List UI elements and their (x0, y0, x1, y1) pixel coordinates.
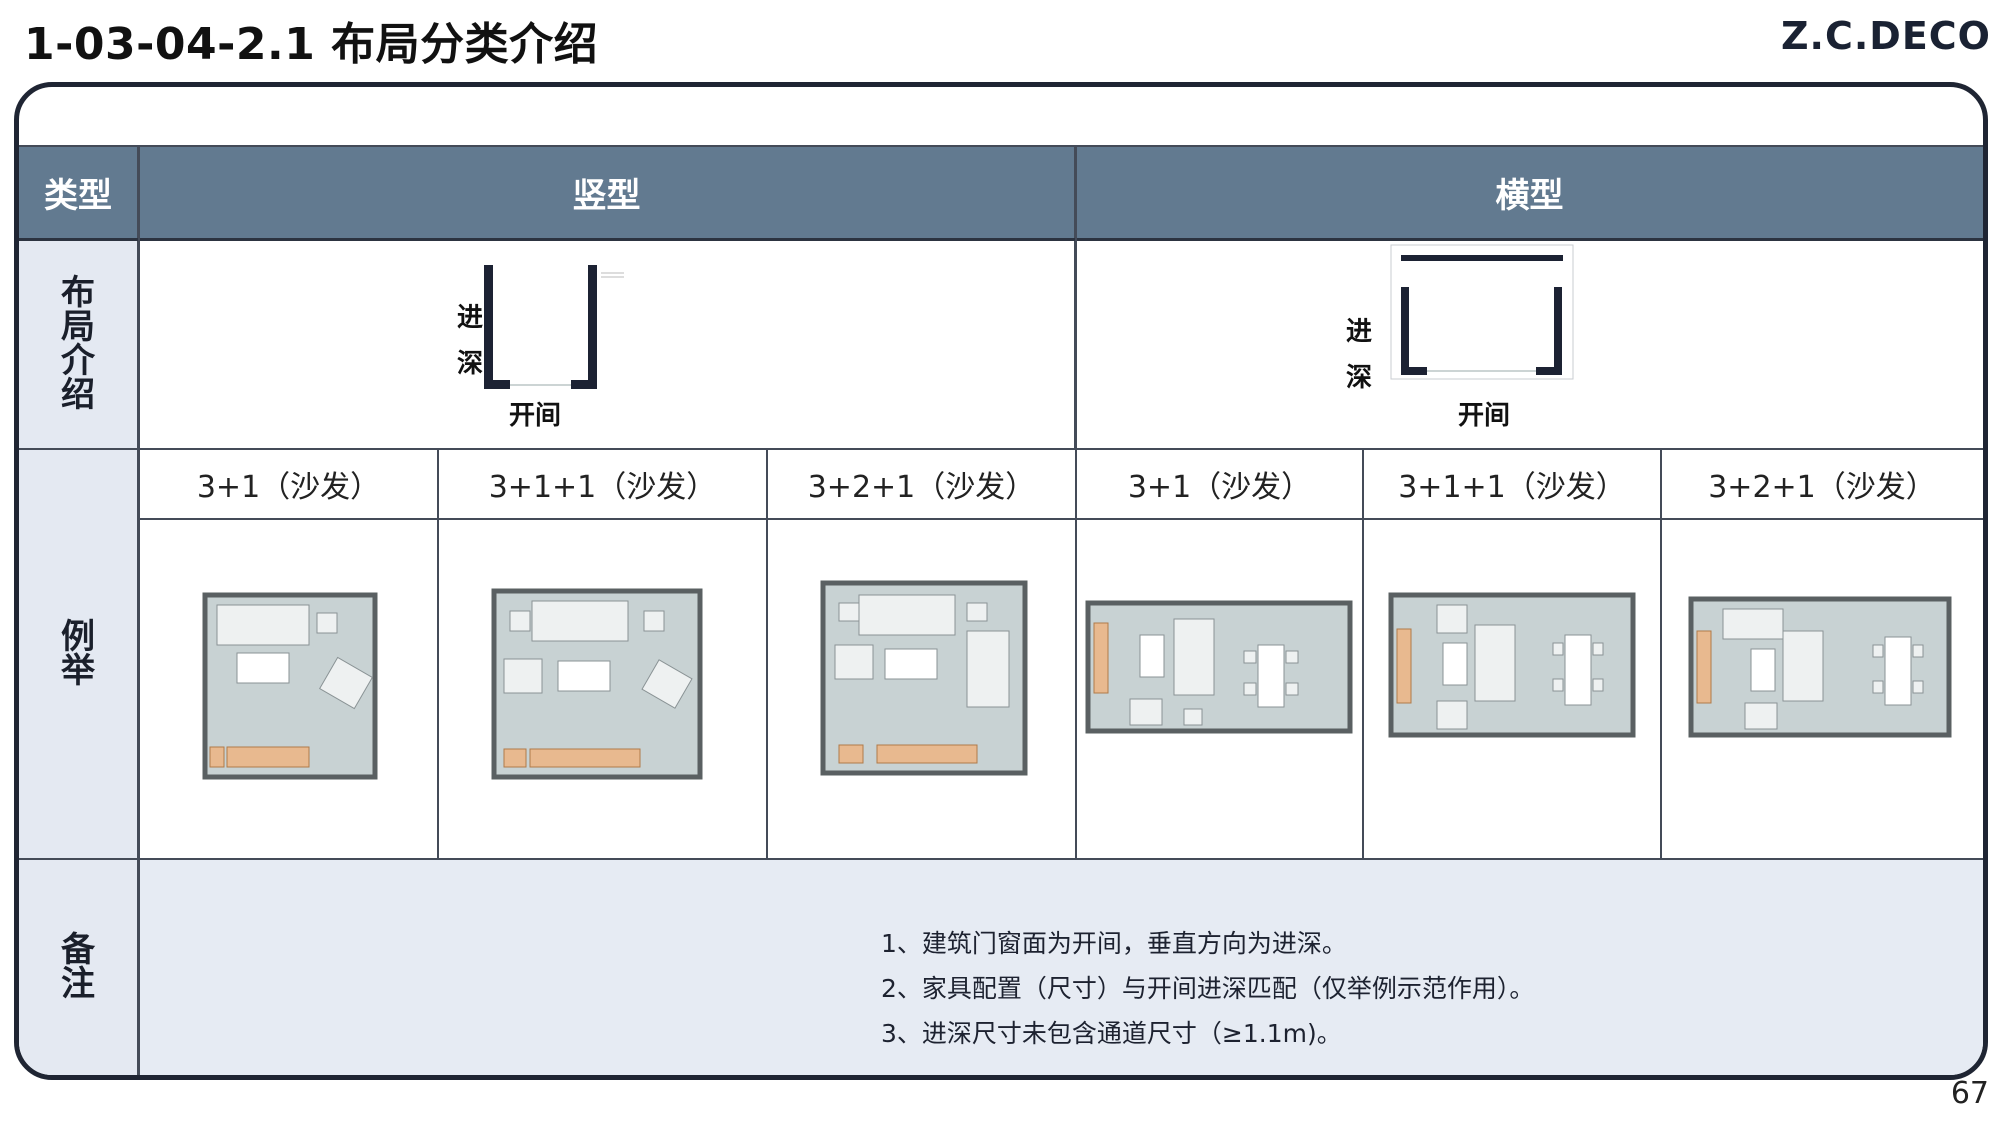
row-label-notes-text: 备注 (61, 930, 95, 1004)
row-label-layout: 布局介绍 (19, 239, 139, 449)
row-label-examples: 例举 (19, 449, 139, 859)
floorplan-vertical-3-2-1 (767, 519, 1076, 859)
floorplan-vertical-3-1 (139, 519, 438, 859)
floorplan-horizontal-3-2-1-drawing (1688, 596, 1952, 738)
floorplan-vertical-3-1-1 (438, 519, 767, 859)
divider (139, 518, 1983, 520)
note-item: 1、建筑门窗面为开间，垂直方向为进深。 (881, 929, 1347, 958)
floorplan-horizontal-3-1-drawing (1085, 600, 1353, 734)
config-vertical-3-1: 3+1（沙发） (139, 449, 438, 519)
config-horizontal-3-2-1: 3+2+1（沙发） (1661, 449, 1983, 519)
divider (19, 238, 1983, 241)
header-type: 类型 (19, 145, 139, 239)
note-item: 2、家具配置（尺寸）与开间进深匹配（仅举例示范作用）。 (881, 974, 1535, 1003)
brand-logo: Z.C.DECO (1780, 14, 1991, 58)
horizontal-layout-diagram: 进 深 开间 (1076, 239, 1983, 449)
divider (1362, 449, 1364, 859)
header-horizontal: 横型 (1076, 145, 1983, 239)
horizontal-width-label: 开间 (1458, 401, 1511, 431)
vertical-layout-diagram: 进 深 开间 (139, 239, 1076, 449)
vertical-depth-char-1: 进 (457, 303, 484, 333)
divider (19, 448, 1983, 450)
page-number: 67 (1950, 1076, 1989, 1111)
horizontal-room-diagram (1390, 244, 1574, 380)
page-title: 1-03-04-2.1 布局分类介绍 (24, 19, 599, 70)
row-label-layout-text: 布局介绍 (61, 273, 95, 415)
config-vertical-3-1-1: 3+1+1（沙发） (438, 449, 767, 519)
divider (19, 145, 1983, 147)
row-label-notes: 备注 (19, 859, 139, 1075)
notes-area: 1、建筑门窗面为开间，垂直方向为进深。 2、家具配置（尺寸）与开间进深匹配（仅举… (139, 859, 1983, 1075)
config-vertical-3-2-1: 3+2+1（沙发） (767, 449, 1076, 519)
floorplan-horizontal-3-1-1 (1363, 519, 1661, 859)
horizontal-depth-char-1: 进 (1346, 317, 1373, 347)
divider (138, 145, 140, 1075)
notes-list: 1、建筑门窗面为开间，垂直方向为进深。 2、家具配置（尺寸）与开间进深匹配（仅举… (881, 921, 1534, 1056)
row-label-examples-text: 例举 (61, 617, 95, 691)
layout-table: 类型 竖型 横型 布局介绍 进 深 开间 (19, 145, 1983, 1075)
vertical-width-label: 开间 (509, 401, 562, 431)
divider (1075, 145, 1077, 859)
config-horizontal-3-1: 3+1（沙发） (1076, 449, 1363, 519)
floorplan-vertical-3-1-drawing (202, 592, 378, 780)
note-item: 3、进深尺寸未包含通道尺寸（≥1.1m)。 (881, 1019, 1342, 1048)
horizontal-depth-char-2: 深 (1346, 363, 1373, 393)
floorplan-horizontal-3-1-1-drawing (1388, 592, 1636, 738)
floorplan-horizontal-3-1 (1076, 519, 1363, 859)
floorplan-horizontal-3-2-1 (1661, 519, 1983, 859)
header-vertical: 竖型 (139, 145, 1076, 239)
divider (437, 449, 439, 859)
divider (1660, 449, 1662, 859)
floorplan-vertical-3-2-1-drawing (820, 580, 1028, 776)
floorplan-vertical-3-1-1-drawing (491, 588, 703, 780)
divider (766, 449, 768, 859)
vertical-depth-char-2: 深 (457, 349, 484, 379)
config-horizontal-3-1-1: 3+1+1（沙发） (1363, 449, 1661, 519)
vertical-room-diagram (484, 265, 624, 389)
content-frame: 类型 竖型 横型 布局介绍 进 深 开间 (14, 82, 1988, 1080)
divider (19, 858, 1983, 860)
